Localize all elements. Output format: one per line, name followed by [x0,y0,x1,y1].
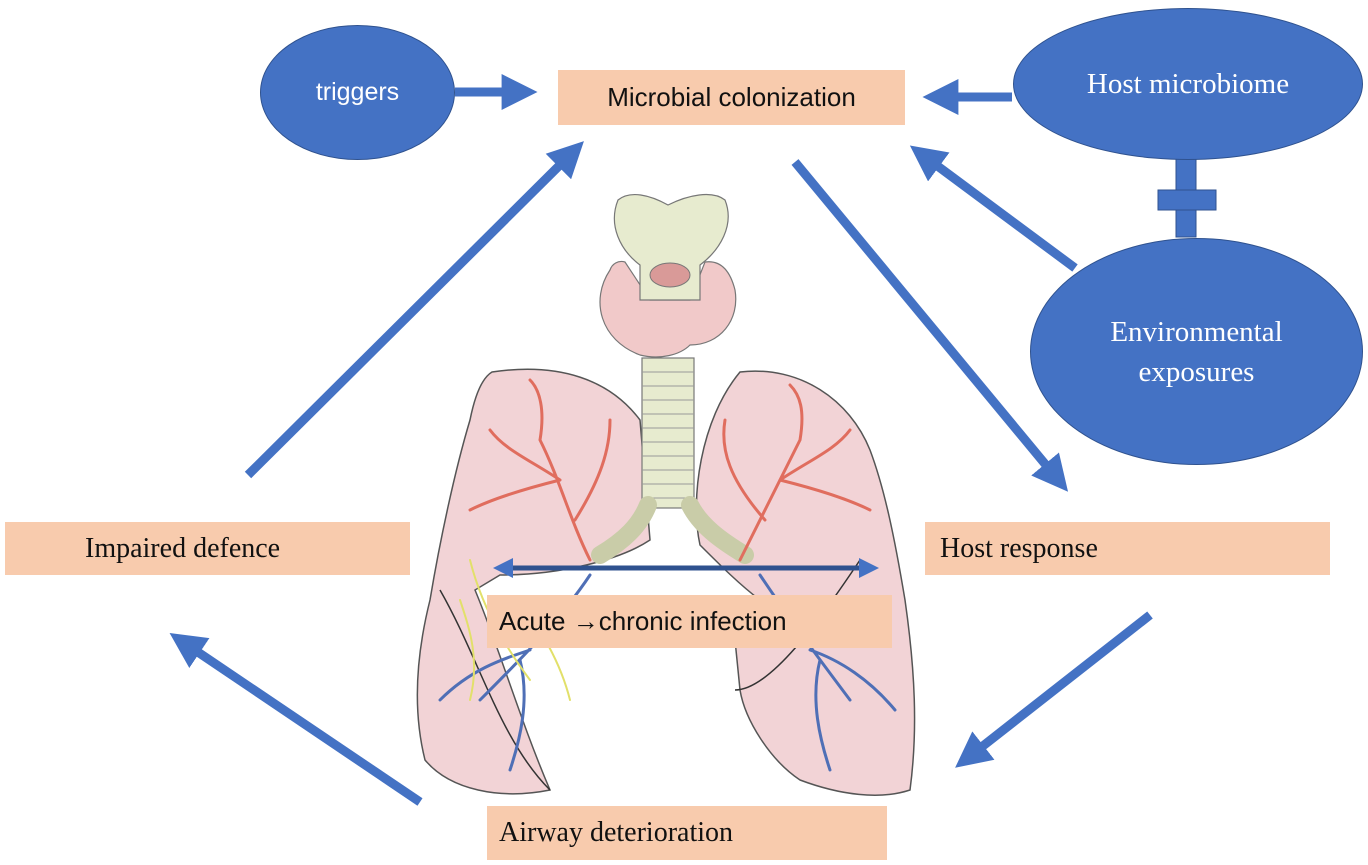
environmental-exposures-label-line2: exposures [1138,355,1255,388]
impaired-defence-label: Impaired defence [85,532,281,564]
arrow-host-response-to-airway [955,611,1153,768]
thyroid [599,260,737,358]
acute-chronic-infection-label: Acute →chronic infection [499,606,787,636]
impaired-defence-box: Impaired defence [5,522,410,575]
right-lung [695,370,916,796]
arrow-colonization-to-host-response [791,159,1069,492]
triggers-oval: triggers [260,25,455,160]
airway-deterioration-label: Airway deterioration [499,817,734,848]
left-lung [416,368,651,795]
arrow-impaired-defence-to-colonization [244,141,584,479]
environmental-exposures-label-line1: Environmental [1110,315,1283,348]
microbial-colonization-box: Microbial colonization [558,70,905,125]
larynx [613,193,729,301]
environmental-exposures-oval: Environmental exposures [1030,238,1363,465]
host-response-box: Host response [925,522,1330,575]
acute-chronic-infection-box: Acute →chronic infection [487,595,892,648]
microbial-colonization-label: Microbial colonization [607,82,856,112]
triggers-label: triggers [315,78,400,106]
host-response-label: Host response [940,532,1098,564]
host-microbiome-oval: Host microbiome [1013,8,1363,160]
trachea [641,357,695,509]
host-microbiome-label: Host microbiome [1086,67,1290,100]
arrow-exposures-to-colonization [909,145,1078,272]
airway-deterioration-box: Airway deterioration [487,806,887,860]
arrow-airway-to-impaired-defence [169,632,423,806]
